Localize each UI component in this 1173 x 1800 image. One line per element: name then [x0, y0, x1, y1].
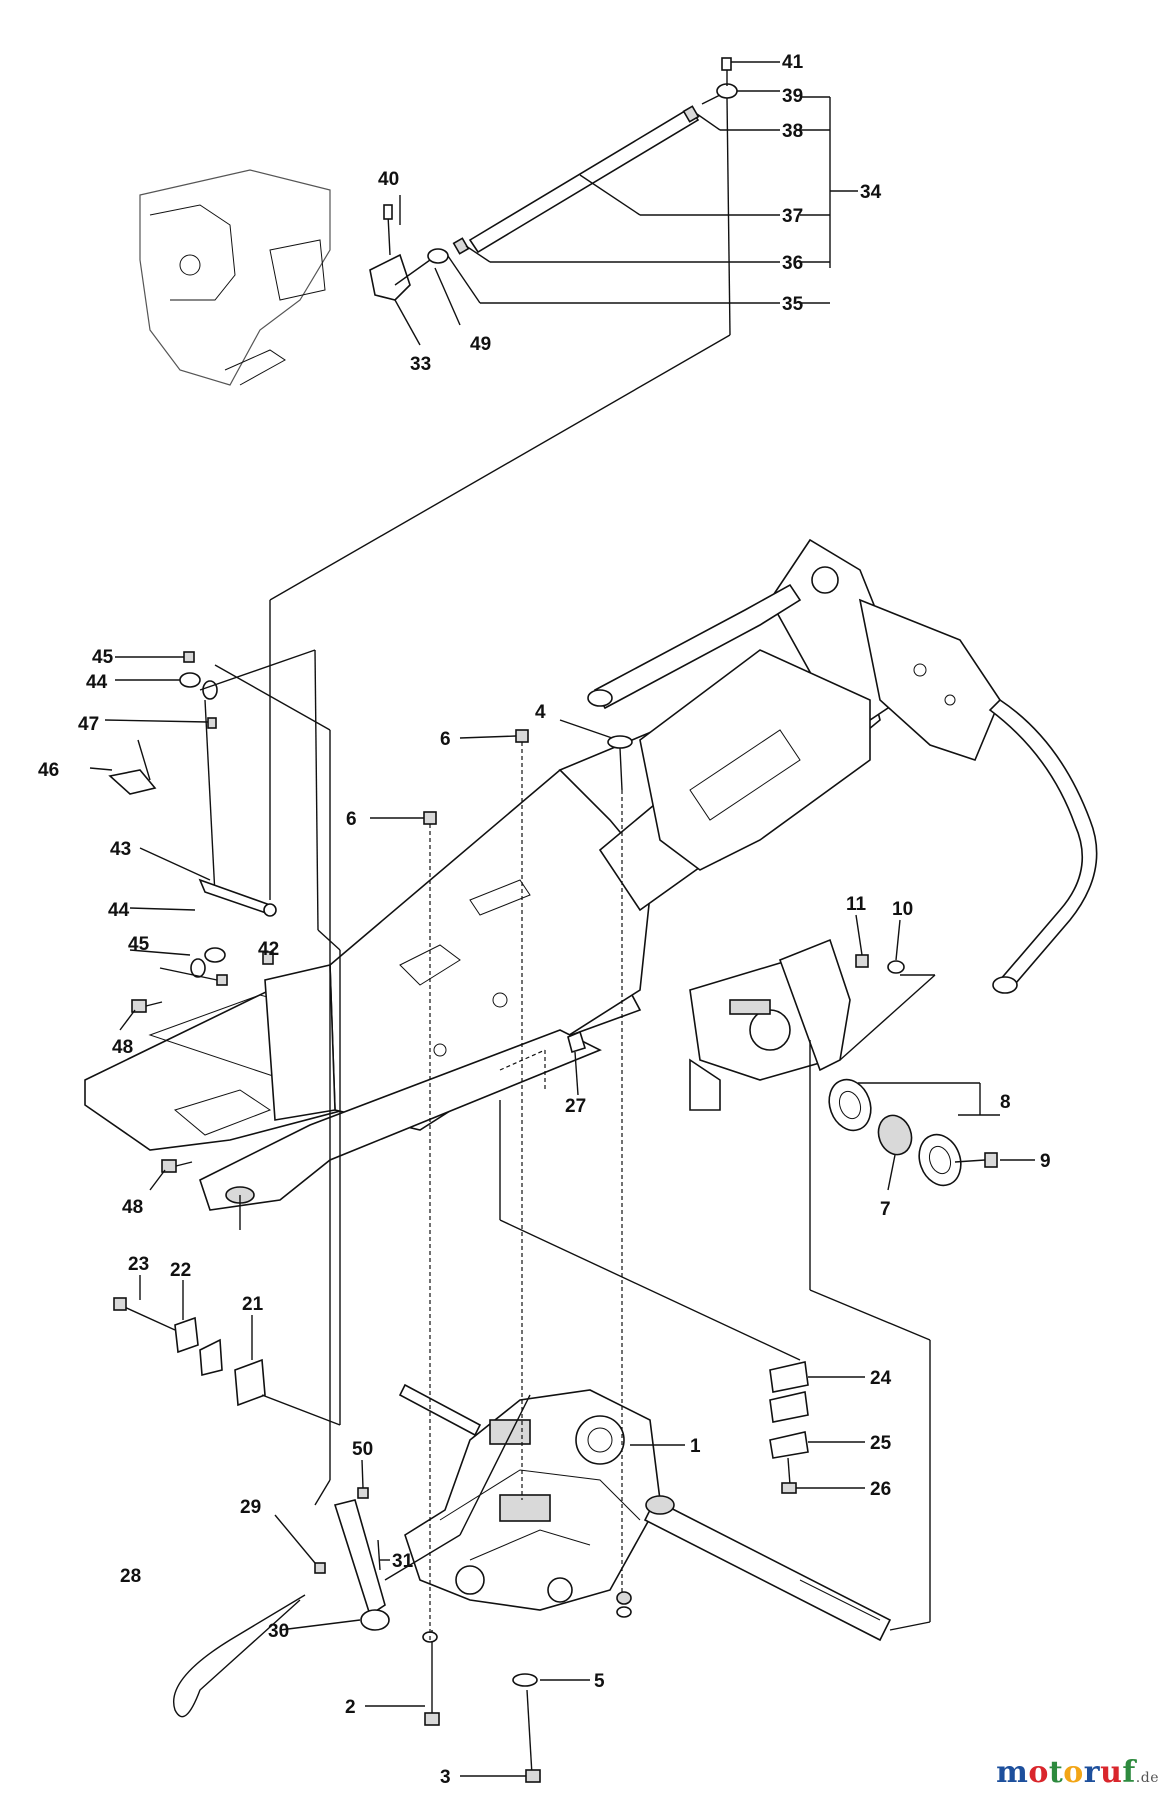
label-25: 25: [870, 1433, 892, 1454]
label-31: 31: [392, 1551, 414, 1572]
label-11: 11: [846, 894, 867, 915]
label-6-mid: 6: [346, 809, 357, 830]
label-1: 1: [690, 1436, 701, 1457]
brand-watermark: motoruf.de: [996, 1755, 1159, 1790]
label-46: 46: [38, 760, 59, 781]
label-29: 29: [240, 1497, 261, 1518]
bracket-33: [369, 204, 411, 301]
label-21: 21: [242, 1294, 264, 1315]
label-30: 30: [268, 1621, 289, 1642]
brand-letter: o: [1028, 1755, 1049, 1790]
label-4: 4: [535, 702, 546, 723]
brand-letter: u: [1100, 1755, 1123, 1790]
handle-bar: [587, 583, 1098, 994]
label-44-top: 44: [86, 672, 108, 693]
bypass-lever: [173, 1487, 390, 1718]
transaxle-1: [398, 1383, 892, 1642]
brand-suffix: .de: [1135, 1770, 1159, 1786]
label-36: 36: [782, 253, 803, 274]
brand-letter: f: [1122, 1755, 1136, 1790]
label-39: 39: [782, 86, 803, 107]
brand-letter: o: [1063, 1755, 1084, 1790]
bolts-lower: [422, 1591, 632, 1783]
label-5: 5: [594, 1671, 605, 1692]
leader-lines: [89, 61, 1035, 1777]
label-22: 22: [170, 1260, 191, 1281]
label-43: 43: [110, 839, 131, 860]
axle-flange-parts: [828, 954, 998, 1187]
label-9: 9: [1040, 1151, 1051, 1172]
label-3: 3: [440, 1767, 451, 1788]
clamp-right: [769, 1361, 809, 1494]
control-linkage: [108, 651, 277, 1173]
label-50: 50: [352, 1439, 373, 1460]
label-35: 35: [782, 294, 804, 315]
label-2: 2: [345, 1697, 356, 1718]
label-10: 10: [892, 899, 913, 920]
label-23: 23: [128, 1254, 149, 1275]
label-33: 33: [410, 354, 431, 375]
label-42: 42: [258, 939, 279, 960]
clamp-left: [113, 1297, 266, 1407]
label-27: 27: [565, 1096, 586, 1117]
part-number-labels: 41 39 38 34 37 36 35 40 49 33 45 44 47 4…: [38, 52, 1051, 1788]
brand-letter: m: [996, 1755, 1029, 1790]
label-41: 41: [782, 52, 804, 73]
brand-letter: r: [1083, 1755, 1101, 1790]
engine-block-ghost: [139, 169, 331, 386]
brand-letter: t: [1048, 1755, 1064, 1790]
label-48-top: 48: [112, 1037, 133, 1058]
label-47: 47: [78, 714, 99, 735]
label-45-top: 45: [92, 647, 114, 668]
label-49: 49: [470, 334, 491, 355]
frame-assembly: [84, 538, 1001, 1230]
tie-rod-assembly: [394, 57, 738, 286]
label-38: 38: [782, 121, 803, 142]
label-48-bottom: 48: [122, 1197, 143, 1218]
label-37: 37: [782, 206, 803, 227]
clip-27: [567, 1030, 587, 1054]
label-34: 34: [860, 182, 882, 203]
label-7: 7: [880, 1199, 891, 1220]
label-40: 40: [378, 169, 399, 190]
label-24: 24: [870, 1368, 892, 1389]
label-26: 26: [870, 1479, 891, 1500]
bolt-4: [607, 735, 633, 791]
label-45-bottom: 45: [128, 934, 150, 955]
label-28: 28: [120, 1566, 141, 1587]
label-8: 8: [1000, 1092, 1011, 1113]
label-6-top: 6: [440, 729, 451, 750]
label-44-bottom: 44: [108, 900, 130, 921]
